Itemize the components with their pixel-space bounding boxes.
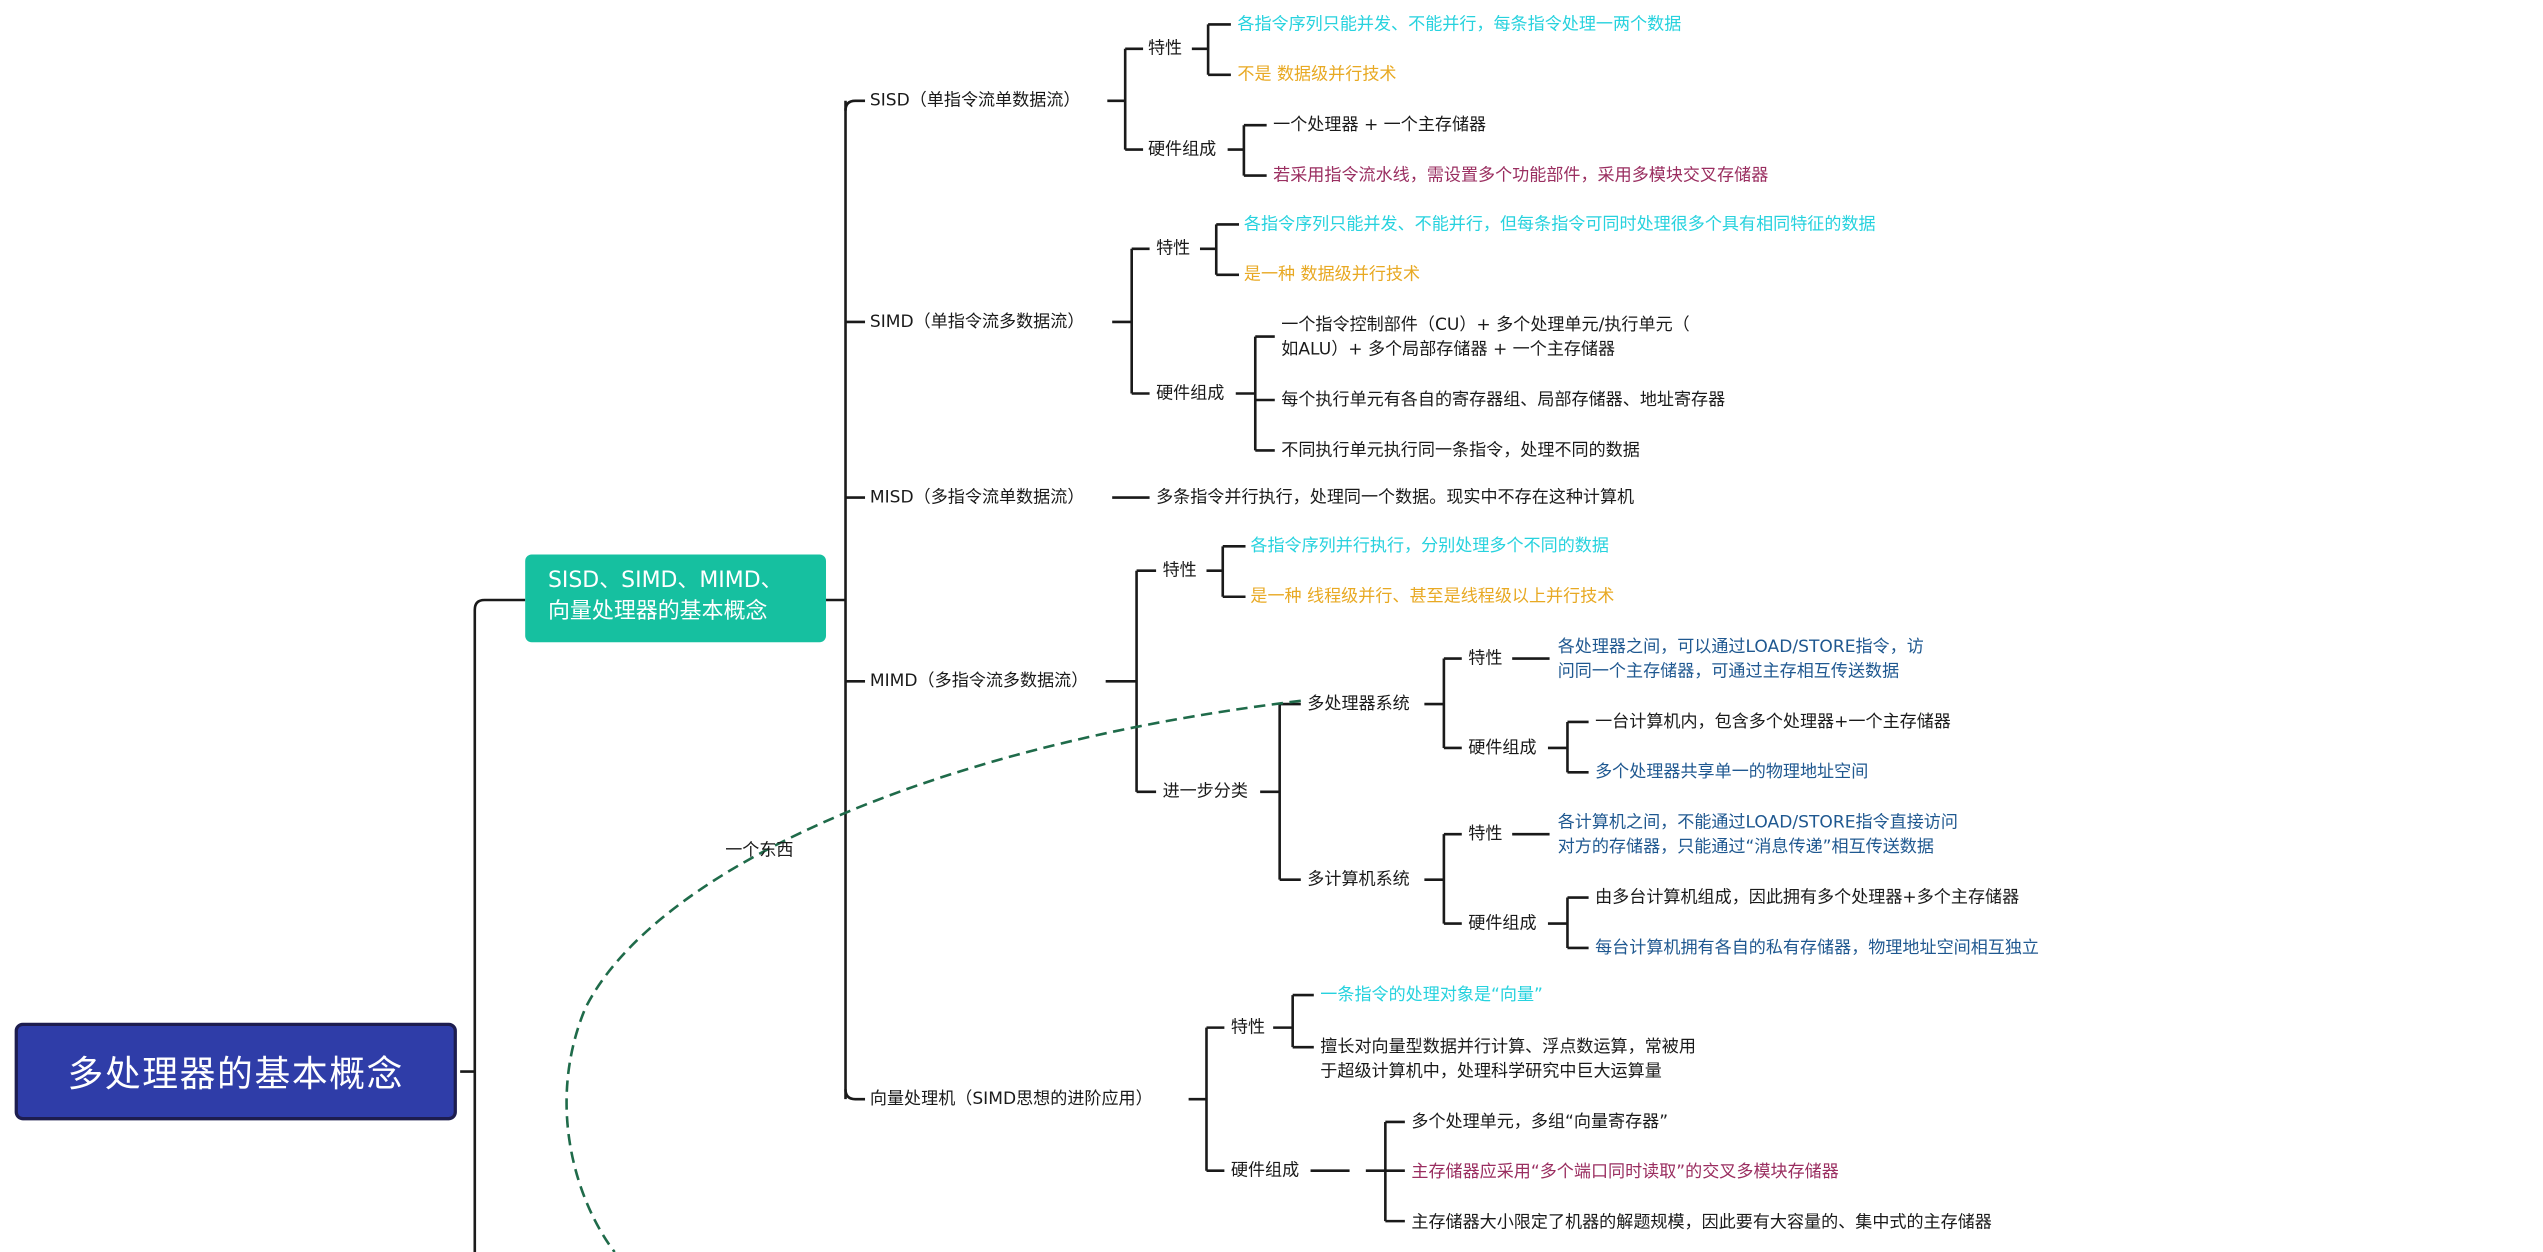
simd-feature-2: 是一种 数据级并行技术 xyxy=(1243,265,1421,285)
multiproc-hw-2: 多个处理器共享单一的物理地址空间 xyxy=(1595,762,1869,783)
simd-hw-3: 不同执行单元执行同一条指令，处理不同的数据 xyxy=(1281,440,1640,461)
mimd-feature-node[interactable]: 特性 xyxy=(1162,560,1197,581)
mimd-feature-1: 各指令序列并行执行，分别处理多个不同的数据 xyxy=(1250,536,1609,557)
multicomp-feature-node[interactable]: 特性 xyxy=(1468,824,1503,844)
sisd-feature-node[interactable]: 特性 xyxy=(1147,39,1183,59)
mimd-further-node[interactable]: 进一步分类 xyxy=(1162,782,1248,802)
multiproc-feature-1a: 各处理器之间，可以通过LOAD/STORE指令，访 xyxy=(1557,637,1924,657)
sisd-hw-node[interactable]: 硬件组成 xyxy=(1147,139,1217,160)
mimd-connector xyxy=(1105,569,1157,794)
multicomp-feature-1a: 各计算机之间，不能通过LOAD/STORE指令直接访问 xyxy=(1557,813,1958,833)
topic-node[interactable]: SISD、SIMD、MIMD、 向量处理器的基本概念 xyxy=(525,554,827,643)
multiproc-feature-1b: 问同一个主存储器，可通过主存相互传送数据 xyxy=(1557,661,1900,682)
topic-line-1: SISD、SIMD、MIMD、 xyxy=(547,567,783,594)
simd-hw-bracket xyxy=(1235,335,1275,452)
mimd-further-connector xyxy=(1260,702,1301,881)
simd-hw-node[interactable]: 硬件组成 xyxy=(1156,383,1225,404)
misd-node[interactable]: MISD（多指令流单数据流） xyxy=(869,487,1085,508)
simd-hw-2: 每个执行单元有各自的寄存器组、局部存储器、地址寄存器 xyxy=(1281,390,1726,410)
branch-vector xyxy=(844,1089,866,1101)
multiproc-feature-node[interactable]: 特性 xyxy=(1468,648,1503,669)
topic-line-2: 向量处理器的基本概念 xyxy=(547,598,768,625)
mimd-node[interactable]: MIMD（多指令流多数据流） xyxy=(869,671,1089,692)
vector-feature-1: 一条指令的处理对象是“向量” xyxy=(1320,985,1543,1005)
root-connector xyxy=(460,598,526,1252)
multicomp-node[interactable]: 多计算机系统 xyxy=(1307,869,1410,890)
vector-feature-2a: 擅长对向量型数据并行计算、浮点数运算，常被用 xyxy=(1320,1037,1696,1057)
vector-feature-node[interactable]: 特性 xyxy=(1230,1017,1266,1038)
vector-feature-bracket xyxy=(1273,993,1314,1049)
vector-hw-bracket xyxy=(1310,1120,1405,1223)
simd-node[interactable]: SIMD（单指令流多数据流） xyxy=(869,312,1085,332)
simd-hw-1b: 如ALU）+ 多个局部存储器 + 一个主存储器 xyxy=(1281,339,1616,360)
vector-connector xyxy=(1188,1026,1225,1173)
misd-desc: 多条指令并行执行，处理同一个数据。现实中不存在这种计算机 xyxy=(1156,487,1635,508)
sisd-feature-2: 不是 数据级并行技术 xyxy=(1237,65,1397,85)
simd-feature-1: 各指令序列只能并发、不能并行，但每条指令可同时处理很多个具有相同特征的数据 xyxy=(1243,214,1876,235)
simd-connector xyxy=(1112,247,1150,395)
multicomp-connector xyxy=(1424,832,1462,925)
simd-feature-node[interactable]: 特性 xyxy=(1156,239,1191,259)
simd-feature-bracket xyxy=(1199,223,1240,277)
multiproc-hw-bracket xyxy=(1547,720,1589,774)
multicomp-hw-1: 由多台计算机组成，因此拥有多个处理器+多个主存储器 xyxy=(1595,887,2020,908)
multiproc-hw-node[interactable]: 硬件组成 xyxy=(1468,738,1537,758)
relation-label: 一个东西 xyxy=(725,840,794,861)
branch-sisd xyxy=(844,99,866,111)
multiproc-hw-1: 一台计算机内，包含多个处理器+一个主存储器 xyxy=(1595,712,1951,732)
relation-curve xyxy=(565,699,1301,1252)
multiproc-node[interactable]: 多处理器系统 xyxy=(1307,694,1410,714)
sisd-connector xyxy=(1107,47,1144,151)
vector-hw-2: 主存储器应采用“多个端口同时读取”的交叉多模块存储器 xyxy=(1411,1162,1839,1183)
blurred-header-text xyxy=(36,62,573,101)
vector-hw-1: 多个处理单元，多组“向量寄存器” xyxy=(1411,1112,1669,1132)
vector-hw-node[interactable]: 硬件组成 xyxy=(1230,1160,1300,1181)
sisd-hw-bracket xyxy=(1227,123,1267,177)
sisd-feature-1: 各指令序列只能并发、不能并行，每条指令处理一两个数据 xyxy=(1237,14,1682,35)
root-title: 多处理器的基本概念 xyxy=(67,1055,405,1096)
sisd-node[interactable]: SISD（单指令流单数据流） xyxy=(869,91,1081,111)
vector-feature-2b: 于超级计算机中，处理科学研究中巨大运算量 xyxy=(1320,1061,1662,1082)
sisd-hw-1: 一个处理器 + 一个主存储器 xyxy=(1273,115,1487,135)
sisd-hw-2: 若采用指令流水线，需设置多个功能部件，采用多模块交叉存储器 xyxy=(1273,165,1769,186)
mimd-feature-2: 是一种 线程级并行、甚至是线程级以上并行技术 xyxy=(1250,586,1615,607)
multicomp-hw-node[interactable]: 硬件组成 xyxy=(1468,913,1537,934)
sisd-feature-bracket xyxy=(1191,23,1231,77)
vector-node[interactable]: 向量处理机（SIMD思想的进阶应用） xyxy=(869,1089,1153,1109)
root-node[interactable]: 多处理器的基本概念 xyxy=(14,1022,457,1121)
multicomp-hw-bracket xyxy=(1547,896,1589,950)
multiproc-connector xyxy=(1424,657,1462,750)
mimd-feature-bracket xyxy=(1206,545,1246,599)
vector-hw-3: 主存储器大小限定了机器的解题规模，因此要有大容量的、集中式的主存储器 xyxy=(1411,1212,1992,1233)
multicomp-feature-1b: 对方的存储器，只能通过“消息传递”相互传送数据 xyxy=(1557,837,1934,857)
simd-hw-1a: 一个指令控制部件（CU）+ 多个处理单元/执行单元（ xyxy=(1281,315,1690,335)
multicomp-hw-2: 每台计算机拥有各自的私有存储器，物理地址空间相互独立 xyxy=(1595,938,2040,958)
